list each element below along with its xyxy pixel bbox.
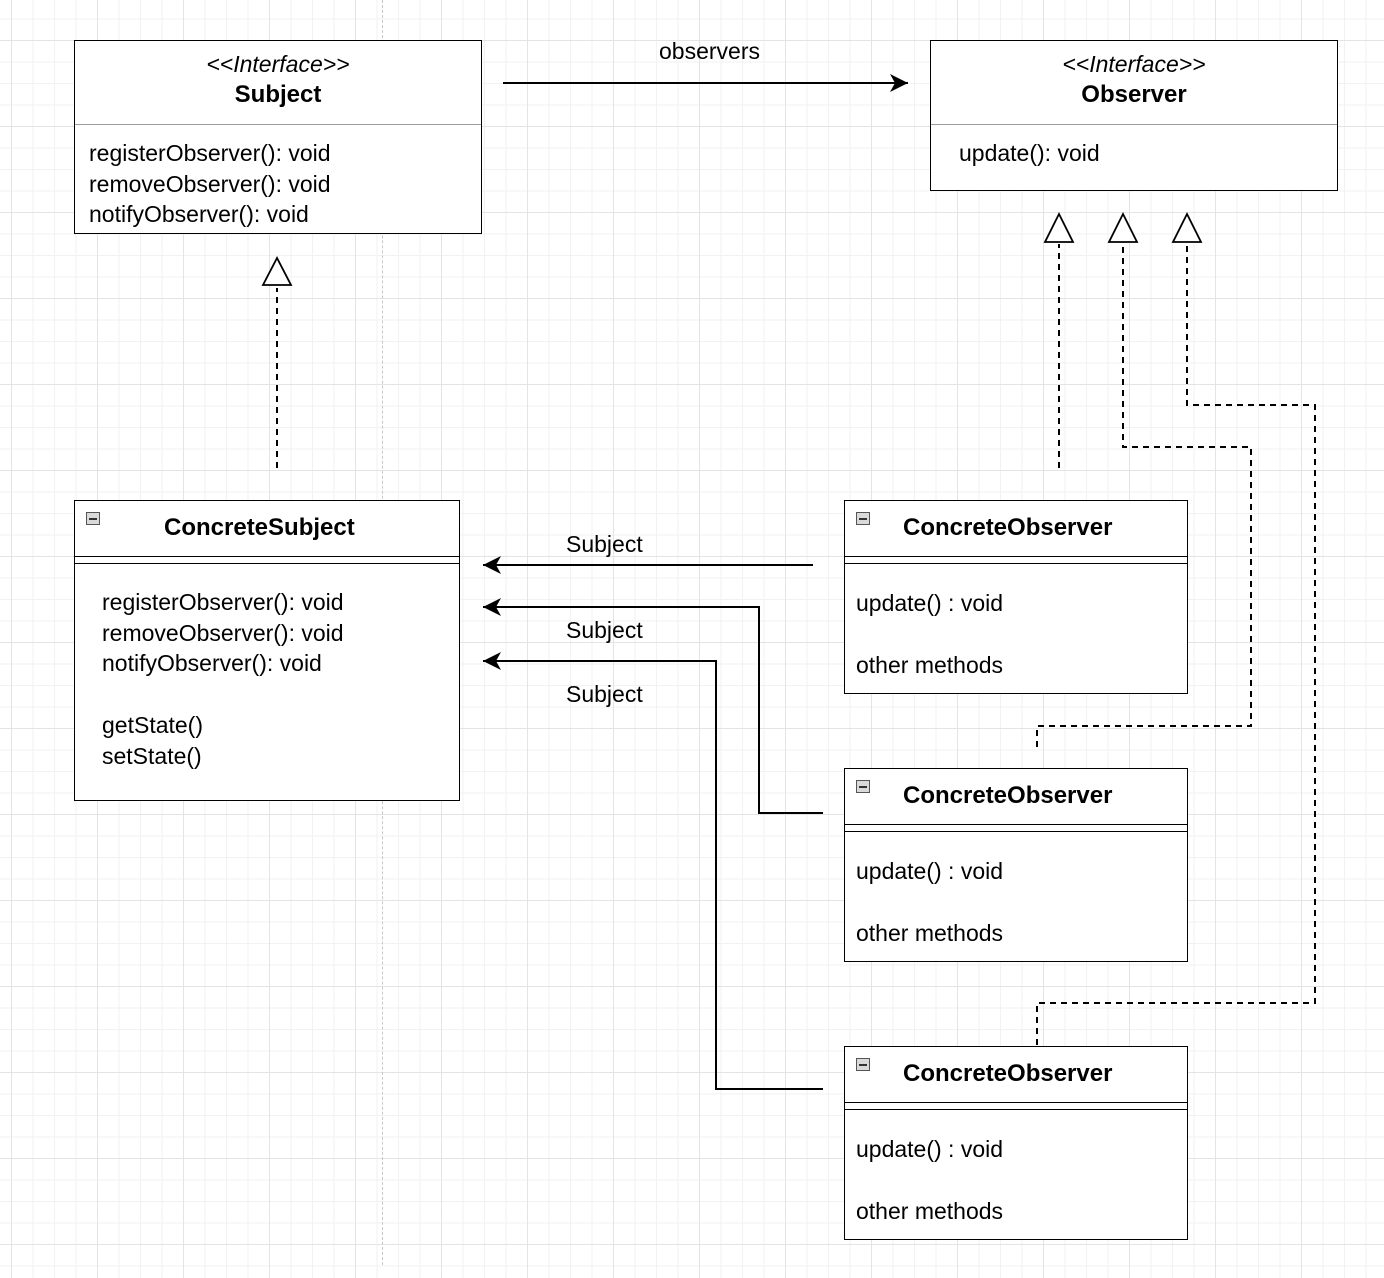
- subject-interface-box[interactable]: <<Interface>> Subject registerObserver()…: [74, 40, 482, 234]
- observer-interface-box[interactable]: <<Interface>> Observer update(): void: [930, 40, 1338, 191]
- observers-association-label: observers: [659, 38, 760, 64]
- concrete-observer-box-1[interactable]: ConcreteObserver update() : void other m…: [844, 500, 1188, 694]
- collapse-toggle-icon[interactable]: [856, 512, 870, 525]
- concrete-subject-operation: removeObserver(): void: [102, 619, 344, 646]
- concrete-observer-header: ConcreteObserver: [845, 501, 1187, 557]
- observer-operation: update(): void: [959, 140, 1100, 166]
- observer2-realization-line[interactable]: [1036, 244, 1252, 747]
- collapse-toggle-icon[interactable]: [856, 780, 870, 793]
- subject-association-label-3: Subject: [566, 681, 643, 707]
- observer3-realization-line[interactable]: [1036, 244, 1316, 1045]
- concrete-observer-name: ConcreteObserver: [903, 782, 1113, 809]
- compartment-separator: [75, 563, 459, 564]
- concrete-subject-operation: registerObserver(): void: [102, 589, 344, 615]
- compartment-separator: [845, 1109, 1187, 1110]
- collapse-toggle-icon[interactable]: [86, 512, 100, 525]
- observer-interface-name: Observer: [1081, 81, 1187, 108]
- subject-interface-header: <<Interface>> Subject: [75, 41, 481, 125]
- concrete-observer-update-method: update() : void: [856, 858, 1004, 884]
- concrete-subject-state-methods: getState() setState(): [102, 710, 203, 771]
- concrete-subject-box[interactable]: ConcreteSubject registerObserver(): void…: [74, 500, 460, 801]
- concrete-subject-operations: registerObserver(): void removeObserver(…: [102, 587, 344, 679]
- concrete-observer-name: ConcreteObserver: [903, 1060, 1113, 1087]
- subject-association-label-2: Subject: [566, 617, 643, 643]
- observer-operations: update(): void: [959, 138, 1100, 169]
- concrete-subject-state-method: setState(): [102, 742, 202, 769]
- concrete-subject-state-method: getState(): [102, 712, 203, 738]
- subject-operation: removeObserver(): void: [89, 170, 331, 197]
- subject-stereotype: <<Interface>>: [206, 51, 350, 77]
- concrete-observer-update-method: update() : void: [856, 1136, 1004, 1162]
- subject-operation: registerObserver(): void: [89, 140, 331, 166]
- concrete-observer-box-2[interactable]: ConcreteObserver update() : void other m…: [844, 768, 1188, 962]
- compartment-separator: [845, 563, 1187, 564]
- subject-operations: registerObserver(): void removeObserver(…: [89, 138, 331, 230]
- observer-realization-triangle-1: [1043, 211, 1075, 243]
- concrete-observer-other-methods: other methods: [856, 652, 1004, 678]
- observer-stereotype: <<Interface>>: [1062, 51, 1206, 77]
- subject-association-line-2[interactable]: [483, 598, 823, 814]
- concrete-observer-other-methods: other methods: [856, 1198, 1004, 1224]
- concrete-observer-header: ConcreteObserver: [845, 769, 1187, 825]
- observer-realization-triangle-2: [1107, 211, 1139, 243]
- observer-interface-header: <<Interface>> Observer: [931, 41, 1337, 125]
- observer-realization-triangle-3: [1171, 211, 1203, 243]
- concrete-observer-header: ConcreteObserver: [845, 1047, 1187, 1103]
- subject-association-line-3[interactable]: [483, 652, 823, 1090]
- concrete-subject-name: ConcreteSubject: [164, 514, 355, 541]
- concrete-observer-name: ConcreteObserver: [903, 514, 1113, 541]
- concrete-observer-box-3[interactable]: ConcreteObserver update() : void other m…: [844, 1046, 1188, 1240]
- concrete-observer-update-method: update() : void: [856, 590, 1004, 616]
- compartment-separator: [845, 831, 1187, 832]
- concrete-observer-other-methods: other methods: [856, 920, 1004, 946]
- concrete-subject-header: ConcreteSubject: [75, 501, 459, 557]
- concrete-subject-operation: notifyObserver(): void: [102, 650, 322, 676]
- collapse-toggle-icon[interactable]: [856, 1058, 870, 1071]
- subject-association-label-1: Subject: [566, 531, 643, 557]
- subject-realization-triangle: [261, 256, 293, 286]
- subject-interface-name: Subject: [234, 81, 322, 108]
- subject-operation: notifyObserver(): void: [89, 201, 309, 227]
